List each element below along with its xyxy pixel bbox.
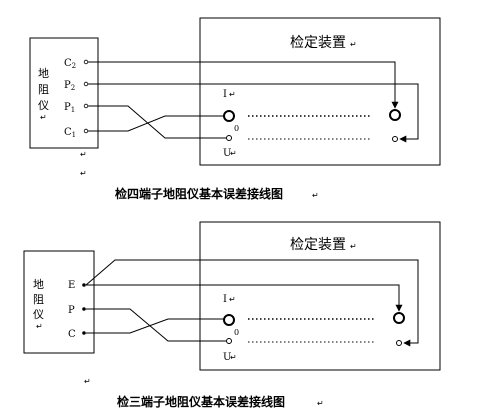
top-wire-p2 [88,83,419,143]
svg-text:↵: ↵ [229,90,236,99]
top-instrument-mark: ↵ [40,113,47,122]
top-device-terminal-u [226,135,232,141]
top-caption: 检四端子地阻仪基本误差接线图 [115,186,283,201]
bottom-terminal-c-point [82,331,86,335]
bottom-instrument-char-2: 阻 [33,293,44,306]
svg-text:↵: ↵ [230,149,237,158]
svg-text:↵: ↵ [317,399,324,408]
bottom-instrument-char-3: 仪 [33,308,44,321]
bottom-wire-c [86,318,224,334]
bottom-device-output-voltage [396,340,402,346]
top-terminal-p1-point [83,103,89,109]
top-instrument-char-2: 阻 [38,83,49,96]
bottom-device-label-zero: 0 [234,328,239,337]
bottom-terminal-e-point [82,283,86,287]
bottom-caption: 检三端子地阻仪基本误差接线图 [117,394,285,409]
top-instrument-char-3: 仪 [38,99,49,112]
top-wire-c2 [88,61,399,109]
top-terminal-c1-point [83,128,89,134]
svg-text:↵: ↵ [230,353,237,362]
bottom-terminal-p-point [82,307,86,311]
bottom-instrument-box [23,250,95,354]
svg-text:↵: ↵ [36,322,43,331]
top-device-terminal-i [223,110,235,122]
top-terminal-p2: P2 [64,80,75,92]
bottom-wire-p [86,308,226,342]
svg-text:↵: ↵ [84,377,91,386]
top-terminal-c1: C1 [64,127,76,139]
bottom-device-label-u: U [223,352,231,363]
top-terminal-c2-point [83,59,89,65]
top-terminal-c2: C2 [64,58,76,70]
top-diagram: 地 阻 仪 ↵ C2 P2 P1 C1 检定装置 ↵ I ↵ 0 U ↵ [29,17,441,201]
bottom-wire-e-current [86,284,403,312]
top-instrument-box [29,37,99,149]
top-device-output-voltage [392,136,398,142]
top-device-label-i: I [223,89,227,100]
svg-text:↵: ↵ [312,191,319,200]
top-device-output-current [389,109,401,121]
svg-text:↵: ↵ [80,169,87,178]
bottom-device-title: 检定装置 [290,237,346,253]
svg-text:↵: ↵ [229,295,236,304]
bottom-device-box [199,221,441,371]
bottom-diagram: 地 阻 仪 ↵ E P C 检定装置 ↵ I ↵ 0 U ↵ ↵ 检三端子地阻仪… [23,221,441,409]
bottom-terminal-e: E [68,280,75,291]
top-device-title: 检定装置 [290,35,346,51]
svg-text:↵: ↵ [350,242,357,251]
top-wire-p1 [88,105,226,139]
top-instrument-char-1: 地 [38,67,49,80]
top-device-box [199,17,441,166]
bottom-device-label-i: I [223,294,227,305]
bottom-terminal-c: C [68,329,76,340]
svg-text:↵: ↵ [350,40,357,49]
top-device-label-u: U [223,148,231,159]
bottom-device-terminal-u [226,338,232,344]
bottom-device-output-current [393,312,405,324]
bottom-device-terminal-i [223,314,235,326]
bottom-wire-e-voltage [85,259,419,347]
bottom-instrument-char-1: 地 [33,278,44,291]
bottom-terminal-p: P [68,305,75,316]
top-device-label-zero: 0 [234,124,239,133]
top-terminal-p2-point [83,81,89,87]
top-wire-c1 [88,115,224,132]
svg-text:↵: ↵ [80,150,87,159]
top-terminal-p1: P1 [64,102,75,114]
